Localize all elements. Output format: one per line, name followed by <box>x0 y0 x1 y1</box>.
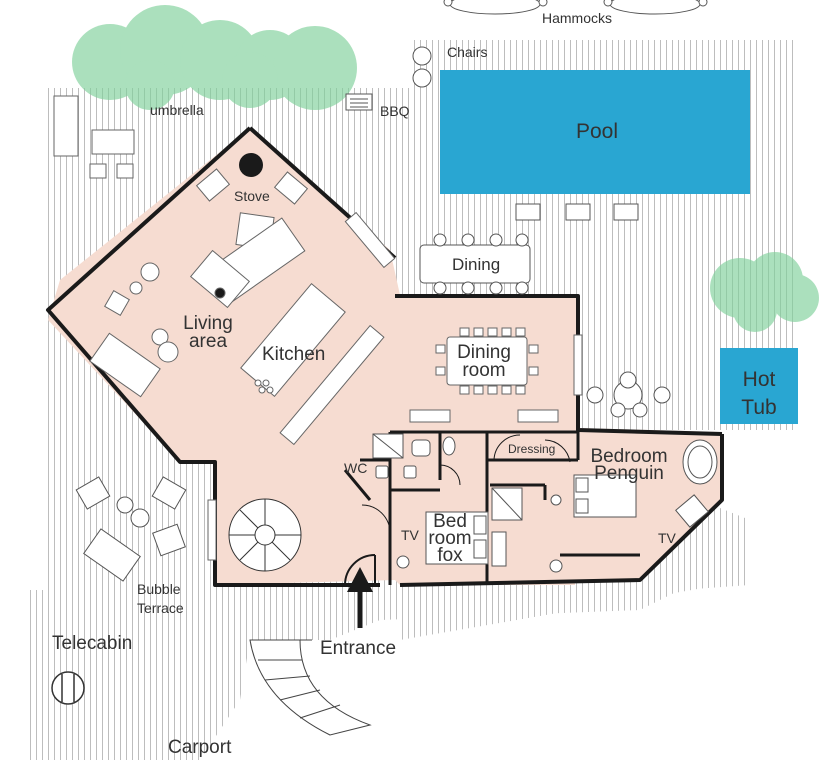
spiral-staircase <box>228 498 302 572</box>
label-bedroom-fox: Bed room fox <box>422 511 478 566</box>
label-bbq: BBQ <box>380 103 410 119</box>
interior-walls <box>343 430 640 585</box>
label-chairs: Chairs <box>447 44 488 60</box>
umbrella-area <box>53 95 135 179</box>
trees <box>72 5 819 332</box>
label-pool: Pool <box>576 120 619 143</box>
beds <box>425 474 709 565</box>
label-entrance: Entrance <box>320 638 397 659</box>
label-living-area: Living area <box>180 313 236 352</box>
label-bedroom-penguin-line2: Penguin <box>594 463 664 484</box>
dining-room-table <box>435 327 539 395</box>
label-bedroom-fox-line1: Bed <box>433 511 467 532</box>
entrance-arrow-icon <box>347 567 373 628</box>
label-bedroom-penguin-line1: Bedroom <box>590 446 668 467</box>
stove-icon <box>239 153 263 177</box>
doors <box>344 434 638 586</box>
label-stove: Stove <box>234 188 270 204</box>
hot-tub-water <box>720 348 798 424</box>
label-tv-penguin: TV <box>658 530 676 546</box>
round-table-chairs <box>586 371 671 418</box>
label-hot-tub-line1: Hot <box>742 368 776 391</box>
label-tv-fox: TV <box>401 527 419 543</box>
label-living-line2: area <box>188 331 228 352</box>
label-bedroom-fox-line2: room <box>428 528 472 549</box>
label-carport: Carport <box>168 737 232 758</box>
label-bubble-line2: Terrace <box>137 600 184 616</box>
pool-water <box>440 70 750 194</box>
label-wc: WC <box>344 460 368 476</box>
label-bedroom-penguin: Bedroom Penguin <box>584 446 674 484</box>
bbq <box>345 93 373 111</box>
label-bedroom-fox-line3: fox <box>437 545 463 566</box>
pool-chairs <box>412 46 639 221</box>
label-dining-room-line1: Dining <box>457 342 511 363</box>
label-outdoor-dining: Dining <box>452 255 501 274</box>
label-telecabin: Telecabin <box>52 633 133 654</box>
kitchen-furniture <box>240 211 396 446</box>
label-dining-room-line2: room <box>462 360 506 381</box>
hammocks <box>443 0 708 15</box>
outdoor-dining-table <box>419 233 531 295</box>
label-umbrella: umbrella <box>150 102 204 118</box>
label-hot-tub-line2: Tub <box>741 396 777 419</box>
label-bubble-line1: Bubble <box>137 581 181 597</box>
label-dressing: Dressing <box>508 442 556 456</box>
label-living-line1: Living <box>183 313 233 334</box>
label-bubble-terrace: Bubble Terrace <box>137 580 184 618</box>
lower-deck <box>30 560 750 760</box>
bubble-terrace-furniture <box>75 476 187 582</box>
outdoor-stairs <box>249 639 372 736</box>
label-dining-room: Dining room <box>452 342 516 381</box>
windows <box>207 334 583 561</box>
bathroom-fixtures <box>372 433 718 573</box>
label-hot-tub: Hot Tub <box>722 366 796 422</box>
label-hammocks: Hammocks <box>542 10 613 26</box>
living-furniture <box>89 212 306 398</box>
telecabin-icon <box>51 671 85 705</box>
label-kitchen: Kitchen <box>262 344 326 365</box>
